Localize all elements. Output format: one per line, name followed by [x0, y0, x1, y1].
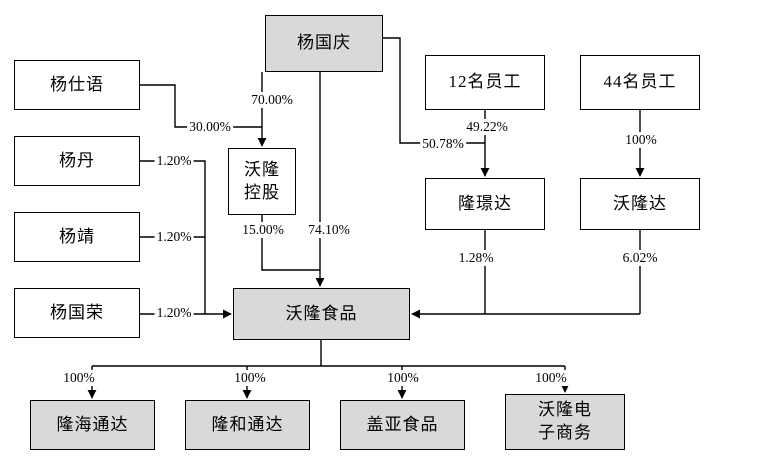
- pct-guoqing-longjingda: 50.78%: [420, 136, 466, 152]
- pct-guoqing-foods: 74.10%: [306, 222, 352, 238]
- pct-guorong-foods: 1.20%: [154, 305, 194, 321]
- pct-holdings-foods: 15.00%: [240, 222, 286, 238]
- pct-shiyu-holdings: 30.00%: [187, 119, 233, 135]
- node-yang-shiyu: 杨仕语: [14, 60, 140, 110]
- node-longhe-tongda: 隆和通达: [185, 400, 310, 450]
- pct-emp12-longjingda: 49.22%: [464, 119, 510, 135]
- node-employees-44: 44名员工: [580, 55, 700, 110]
- pct-emp44-wolongda: 100%: [623, 132, 659, 148]
- pct-dan-foods: 1.20%: [154, 153, 194, 169]
- pct-foods-gaia: 100%: [385, 370, 421, 386]
- node-wolong-foods: 沃隆食品: [233, 288, 410, 340]
- node-employees-12: 12名员工: [425, 55, 545, 110]
- pct-longjingda-foods: 1.28%: [456, 250, 496, 266]
- pct-foods-longhe: 100%: [232, 370, 268, 386]
- node-yang-guoqing: 杨国庆: [265, 15, 383, 72]
- pct-foods-ecommerce: 100%: [533, 370, 569, 386]
- node-yang-guorong: 杨国荣: [14, 288, 140, 338]
- pct-foods-longhai: 100%: [61, 370, 97, 386]
- pct-wolongda-foods: 6.02%: [620, 250, 660, 266]
- node-yang-jing: 杨靖: [14, 212, 140, 262]
- node-longhai-tongda: 隆海通达: [30, 400, 155, 450]
- node-wolong-ecommerce: 沃隆电 子商务: [505, 394, 625, 450]
- pct-jing-foods: 1.20%: [154, 229, 194, 245]
- node-long-jingda: 隆璟达: [425, 178, 545, 230]
- pct-guoqing-holdings: 70.00%: [249, 92, 295, 108]
- node-gaia-foods: 盖亚食品: [340, 400, 465, 450]
- node-wolong-holdings: 沃隆 控股: [228, 148, 296, 215]
- node-yang-dan: 杨丹: [14, 136, 140, 186]
- node-wolongda: 沃隆达: [580, 178, 700, 230]
